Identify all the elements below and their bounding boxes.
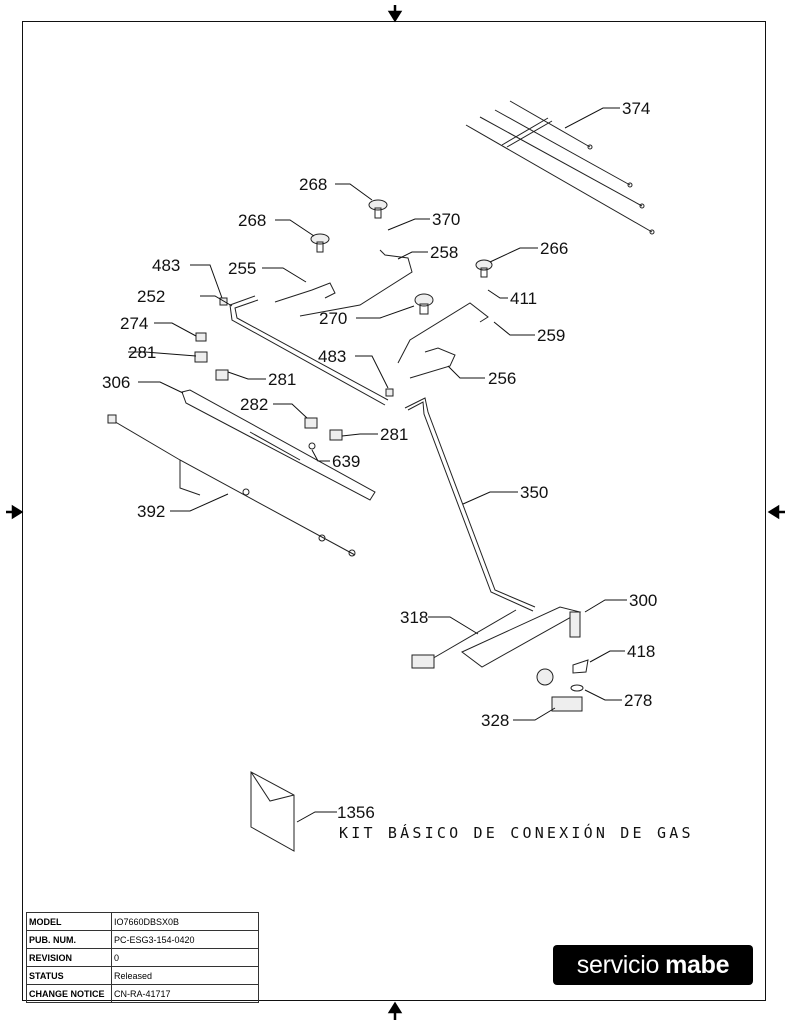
part-328-valve (536, 668, 583, 712)
part-256-tube (409, 347, 456, 379)
callout-281: 281 (268, 370, 296, 389)
part-483-clip-b (385, 388, 394, 397)
part-374-igniter-wires (465, 100, 655, 235)
callout-318: 318 (400, 608, 428, 627)
part-278-washer (570, 684, 584, 692)
part-258-tube (299, 249, 413, 317)
callout-418: 418 (627, 642, 655, 661)
alignment-arrow-top (387, 5, 403, 23)
callout-1356: 1356 (337, 803, 375, 822)
pub-num-value: PC-ESG3-154-0420 (111, 930, 259, 949)
part-255-tube (274, 282, 336, 303)
part-392-switch-harness (107, 414, 356, 557)
drawing-frame (22, 21, 766, 1001)
part-270-burner-center (414, 293, 434, 315)
callout-274: 274 (120, 314, 148, 333)
part-252-manifold (229, 295, 389, 406)
callout-255: 255 (228, 259, 256, 278)
alignment-arrow-right (767, 504, 785, 520)
part-268-burner-upper (368, 199, 388, 219)
alignment-arrow-left (6, 504, 24, 520)
callout-483: 483 (318, 347, 346, 366)
callout-256: 256 (488, 369, 516, 388)
part-306-bracket (181, 389, 376, 501)
callout-268: 268 (299, 175, 327, 194)
part-281-valve-c (329, 429, 343, 441)
callout-258: 258 (430, 243, 458, 262)
part-266-burner-right (475, 259, 493, 278)
callout-278: 278 (624, 691, 652, 710)
revision-value: 0 (111, 948, 259, 967)
part-418-bracket (572, 659, 589, 674)
callout-268: 268 (238, 211, 266, 230)
callout-328: 328 (481, 711, 509, 730)
part-318-igniter-wire (411, 609, 517, 669)
callout-282: 282 (240, 395, 268, 414)
callout-281: 281 (128, 343, 156, 362)
callout-252: 252 (137, 287, 165, 306)
part-282-valve (304, 417, 318, 429)
callout-281: 281 (380, 425, 408, 444)
alignment-arrow-bottom (387, 1001, 403, 1020)
model-value: IO7660DBSX0B (111, 912, 259, 931)
title-row-pub-num: PUB. NUM.PC-ESG3-154-0420 (26, 930, 259, 949)
callout-639: 639 (332, 452, 360, 471)
callout-270: 270 (319, 309, 347, 328)
leader-lines (128, 107, 627, 823)
part-274-clip (195, 332, 207, 342)
part-281-valve-a (194, 351, 208, 363)
callout-350: 350 (520, 483, 548, 502)
part-1356-kit-bag (250, 771, 295, 852)
callout-411: 411 (510, 289, 537, 308)
part-281-valve-b (215, 369, 229, 381)
part-300-burner-tube (461, 606, 582, 668)
kit-caption: KIT BÁSICO DE CONEXIÓN DE GAS (339, 823, 694, 842)
callout-374: 374 (622, 99, 650, 118)
status-value: Released (111, 966, 259, 985)
change-notice-value: CN-RA-41717 (111, 984, 259, 1003)
callout-266: 266 (540, 239, 568, 258)
part-350-gas-tube (404, 397, 536, 612)
part-268-burner-left (310, 233, 330, 253)
callout-483: 483 (152, 256, 180, 275)
part-259-tube (397, 302, 489, 364)
part-639-washer (308, 442, 316, 450)
callout-392: 392 (137, 502, 165, 521)
callout-306: 306 (102, 373, 130, 392)
callout-300: 300 (629, 591, 657, 610)
callout-370: 370 (432, 210, 460, 229)
callout-259: 259 (537, 326, 565, 345)
